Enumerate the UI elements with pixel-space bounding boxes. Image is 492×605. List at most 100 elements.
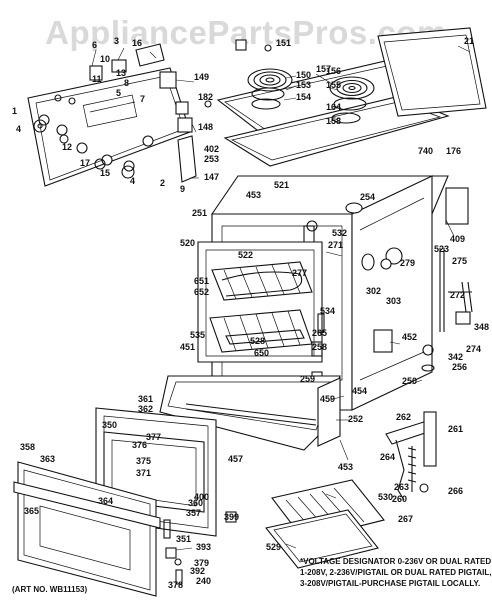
part-number-label: 357 bbox=[186, 508, 201, 518]
drip-tray bbox=[223, 95, 450, 167]
part-number-label: 272 bbox=[450, 290, 465, 300]
part-number-label: 262 bbox=[396, 412, 411, 422]
part-number-label: 4 bbox=[130, 176, 135, 186]
part-number-label: 277 bbox=[292, 268, 307, 278]
oven-light bbox=[385, 247, 403, 265]
part-number-label: 520 bbox=[180, 238, 195, 248]
part-number-label: 528 bbox=[250, 336, 265, 346]
part-number-label: 254 bbox=[360, 192, 375, 202]
part-number-label: 11 bbox=[92, 74, 102, 84]
part-number-label: 350 bbox=[102, 420, 117, 430]
terminal-block bbox=[445, 187, 469, 225]
voltage-note-line-2: 1-208V, 2-236V/PIGTAIL OR DUAL RATED PIG… bbox=[300, 568, 491, 577]
backguard-panel bbox=[377, 27, 487, 117]
part-number-label: 155 bbox=[326, 80, 341, 90]
part-number-label: 393 bbox=[196, 542, 211, 552]
part-number-label: 4 bbox=[16, 124, 21, 134]
hinge-receptacle bbox=[423, 411, 437, 467]
leader-lines bbox=[91, 45, 471, 551]
part-number-label: 1 bbox=[12, 106, 17, 116]
part-number-label: 452 bbox=[402, 332, 417, 342]
part-number-label: 451 bbox=[180, 342, 195, 352]
part-number-label: 378 bbox=[168, 580, 183, 590]
part-number-label: 252 bbox=[348, 414, 363, 424]
part-number-label: 253 bbox=[204, 154, 219, 164]
part-number-label: 156 bbox=[326, 66, 341, 76]
part-number-label: 6 bbox=[92, 40, 97, 50]
part-number-label: 154 bbox=[296, 92, 311, 102]
part-number-label: 10 bbox=[100, 54, 110, 64]
part-number-label: 259 bbox=[300, 374, 315, 384]
part-number-label: 363 bbox=[40, 454, 55, 464]
part-number-label: 534 bbox=[320, 306, 335, 316]
part-number-label: 256 bbox=[452, 362, 467, 372]
part-number-label: 148 bbox=[198, 122, 213, 132]
end-cap bbox=[177, 135, 197, 183]
body-side bbox=[351, 175, 433, 411]
part-number-label: 16 bbox=[132, 38, 142, 48]
part-number-label: 379 bbox=[194, 558, 209, 568]
part-number-label: 274 bbox=[466, 344, 481, 354]
part-number-label: 267 bbox=[398, 514, 413, 524]
part-number-label: 530 bbox=[378, 492, 393, 502]
part-number-label: 529 bbox=[266, 542, 281, 552]
part-number-label: 740 bbox=[418, 146, 433, 156]
part-number-label: 271 bbox=[328, 240, 343, 250]
part-number-label: 157 bbox=[316, 64, 331, 74]
art-number: (ART NO. WB11153) bbox=[12, 585, 87, 594]
part-number-label: 522 bbox=[238, 250, 253, 260]
part-number-label: 2 bbox=[160, 178, 165, 188]
part-number-label: 260 bbox=[392, 494, 407, 504]
part-number-label: 265 bbox=[312, 328, 327, 338]
part-number-label: 650 bbox=[254, 348, 269, 358]
drawer-panel bbox=[159, 375, 341, 451]
part-number-label: 261 bbox=[448, 424, 463, 434]
part-number-label: 454 bbox=[352, 386, 367, 396]
part-number-label: 535 bbox=[190, 330, 205, 340]
part-number-label: 263 bbox=[394, 482, 409, 492]
part-number-label: 360 bbox=[188, 498, 203, 508]
part-number-label: 158 bbox=[326, 116, 341, 126]
part-number-label: 13 bbox=[116, 68, 126, 78]
door-hinge-group bbox=[385, 411, 437, 501]
part-number-label: 459 bbox=[320, 394, 335, 404]
cooktop-group bbox=[216, 27, 487, 167]
part-number-label: 9 bbox=[180, 184, 185, 194]
part-number-label: 348 bbox=[474, 322, 489, 332]
oven-interior-group bbox=[197, 241, 325, 385]
part-number-label: 279 bbox=[400, 258, 415, 268]
part-number-label: 15 bbox=[100, 168, 110, 178]
part-number-label: 365 bbox=[24, 506, 39, 516]
part-number-label: 153 bbox=[296, 80, 311, 90]
part-number-label: 250 bbox=[402, 376, 417, 386]
part-number-label: 258 bbox=[312, 342, 327, 352]
part-number-label: 453 bbox=[338, 462, 353, 472]
storage-drawer-group bbox=[159, 375, 341, 451]
part-number-label: 377 bbox=[146, 432, 161, 442]
oven-door-group bbox=[13, 407, 237, 597]
broiler-pan-group bbox=[265, 479, 385, 569]
part-number-label: 376 bbox=[132, 440, 147, 450]
part-number-label: 358 bbox=[20, 442, 35, 452]
part-number-label: 302 bbox=[366, 286, 381, 296]
drawer-side bbox=[317, 377, 341, 447]
part-number-label: 652 bbox=[194, 287, 209, 297]
part-number-label: 361 bbox=[138, 394, 153, 404]
part-number-label: 21 bbox=[464, 36, 474, 46]
part-number-label: 3 bbox=[114, 36, 119, 46]
part-number-label: 371 bbox=[136, 468, 151, 478]
part-number-label: 240 bbox=[196, 576, 211, 586]
control-panel-group bbox=[27, 43, 212, 187]
part-number-label: 275 bbox=[452, 256, 467, 266]
part-number-label: 362 bbox=[138, 404, 153, 414]
part-number-label: 523 bbox=[434, 244, 449, 254]
part-number-label: 364 bbox=[98, 496, 113, 506]
part-number-label: 176 bbox=[446, 146, 461, 156]
part-number-label: 8 bbox=[124, 78, 129, 88]
part-number-label: 164 bbox=[326, 102, 341, 112]
part-number-label: 532 bbox=[332, 228, 347, 238]
part-number-label: 17 bbox=[80, 158, 90, 168]
part-number-label: 149 bbox=[194, 72, 209, 82]
